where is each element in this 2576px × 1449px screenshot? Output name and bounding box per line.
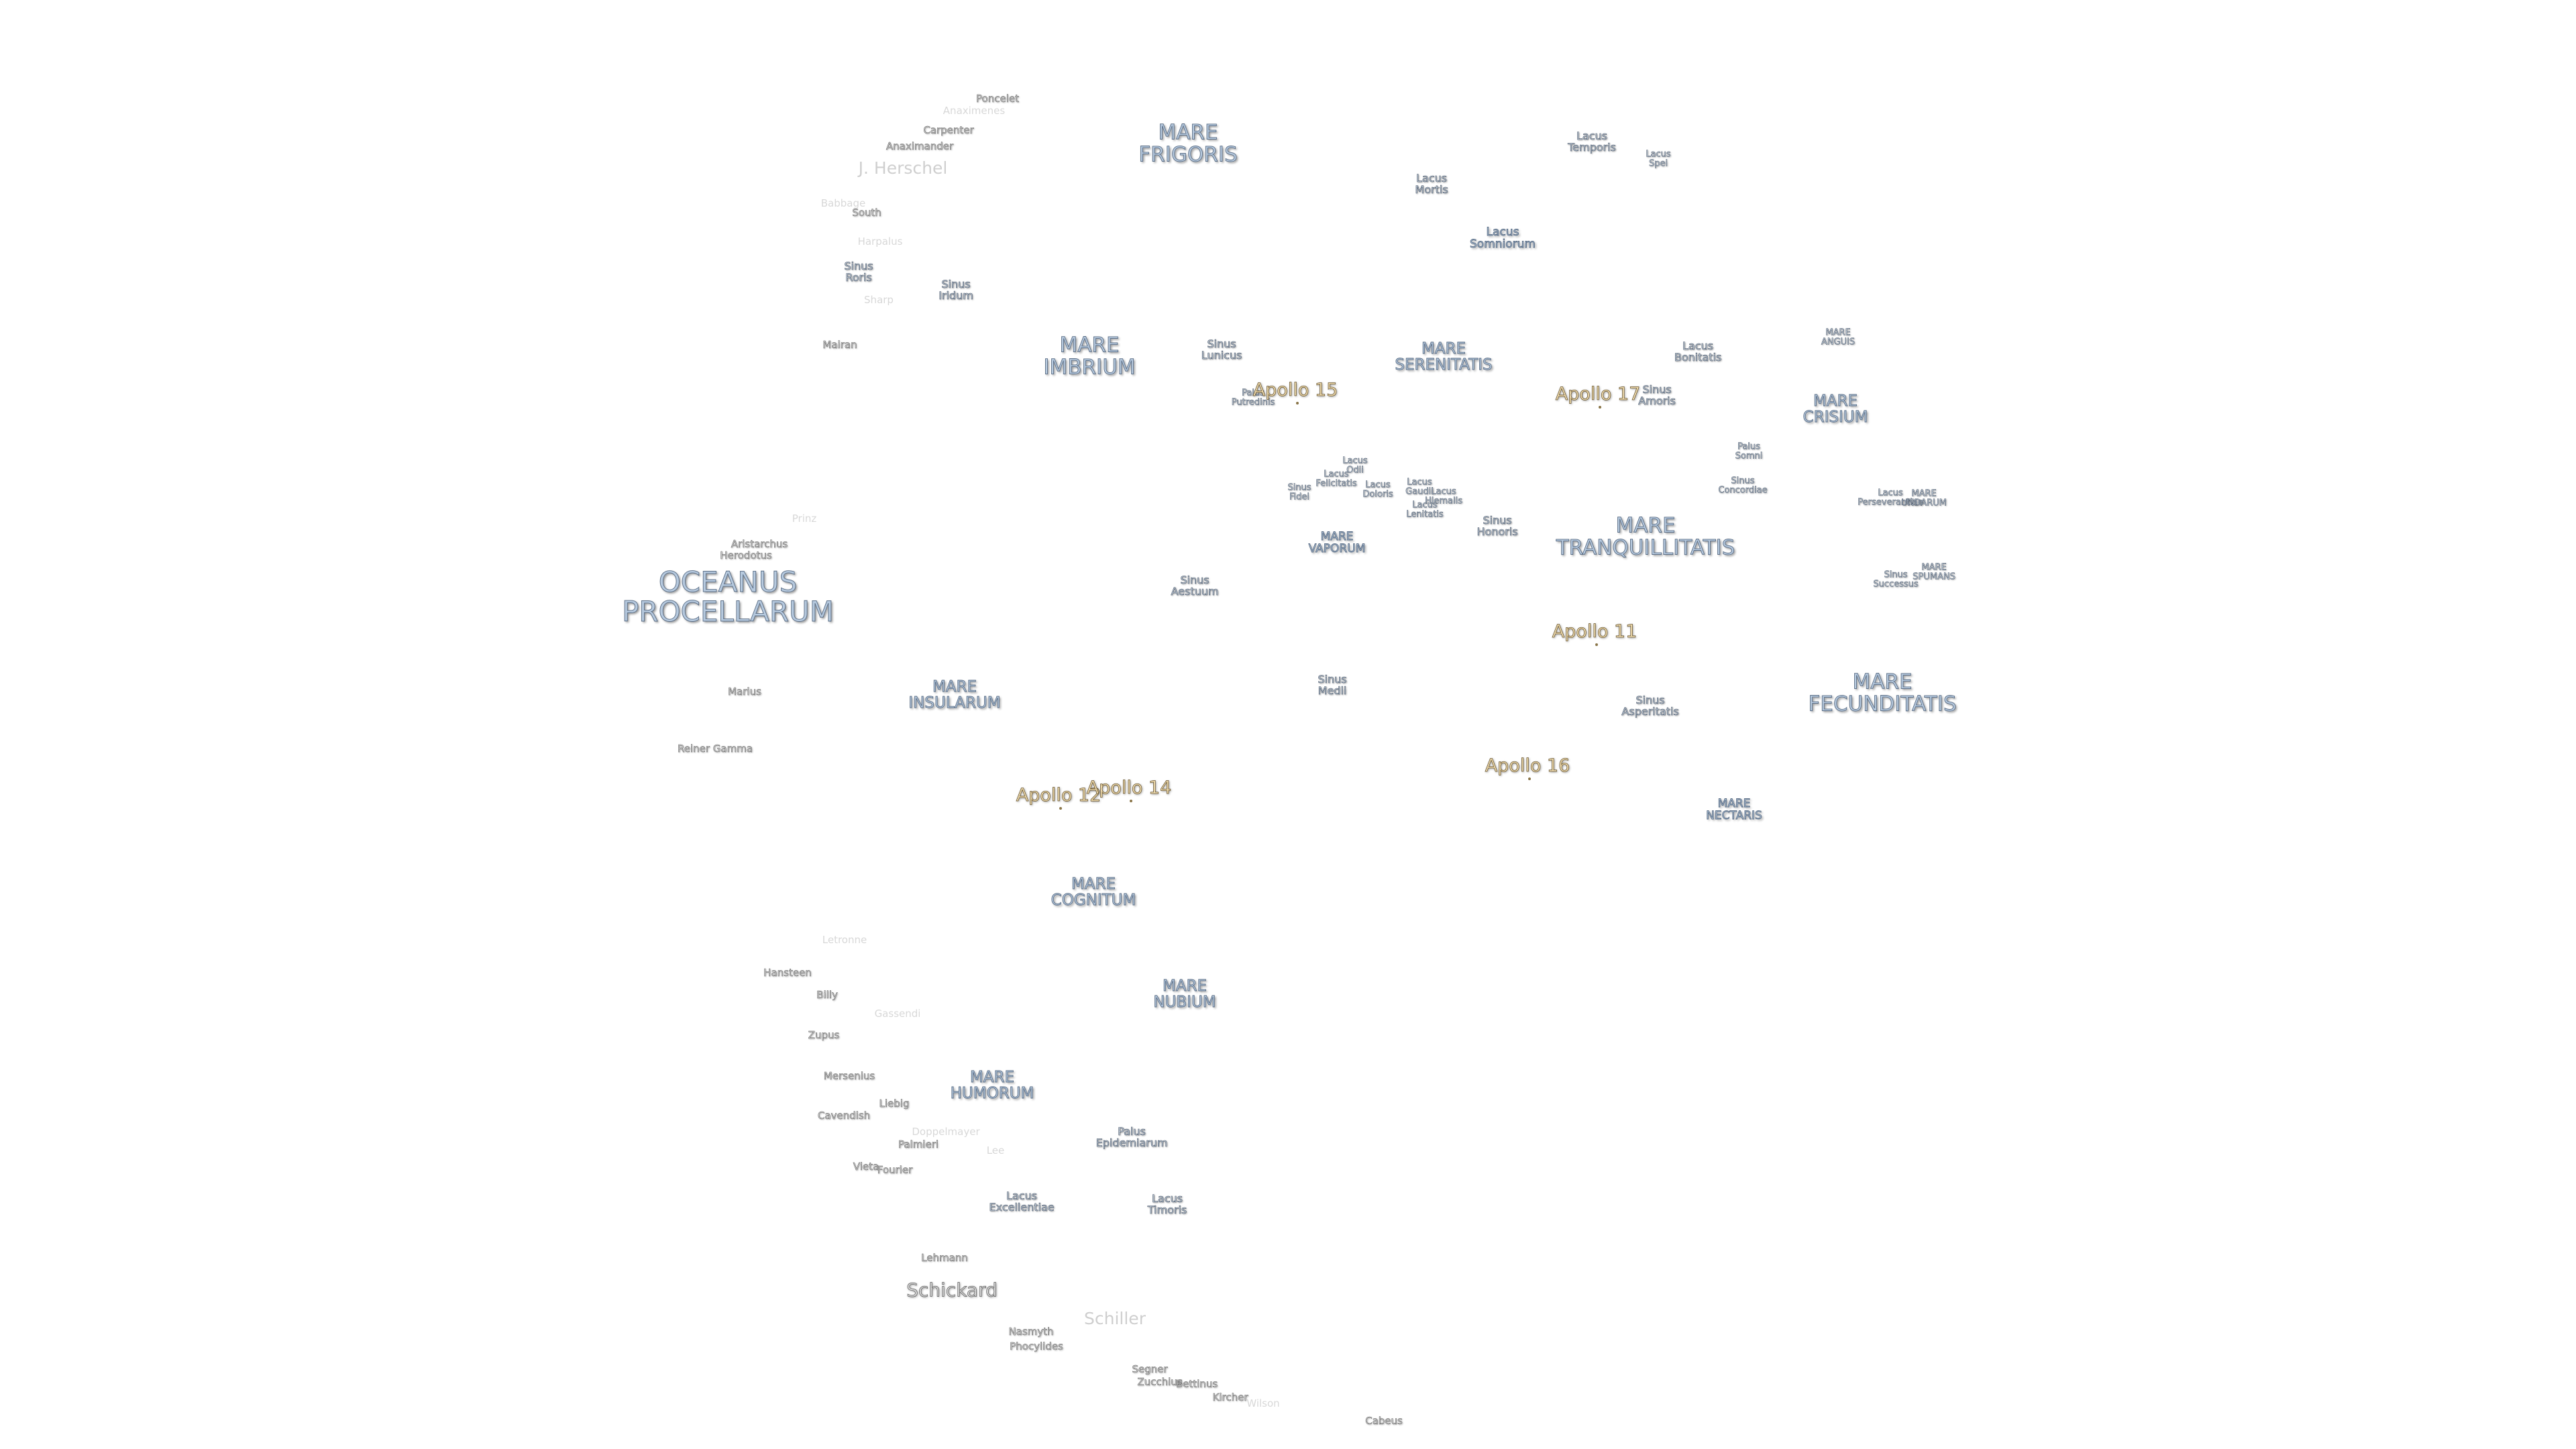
label-liebig: Liebig bbox=[879, 1097, 910, 1110]
label-lacus-odii: Lacus Odii bbox=[1342, 455, 1368, 475]
label-poncelet: Poncelet bbox=[976, 93, 1019, 105]
label-carpenter: Carpenter bbox=[923, 124, 974, 137]
label-mare-imbrium: MARE IMBRIUM bbox=[1043, 333, 1136, 379]
label-segner: Segner bbox=[1132, 1363, 1168, 1376]
label-lacus-temporis: Lacus Temporis bbox=[1568, 129, 1616, 154]
label-lacus-hiemalis: Lacus Hiemalis bbox=[1424, 486, 1463, 506]
label-mersenius: Mersenius bbox=[823, 1070, 875, 1083]
label-lacus-doloris: Lacus Doloris bbox=[1362, 480, 1393, 499]
label-mare-frigoris: MARE FRIGORIS bbox=[1138, 120, 1238, 166]
label-mare-anguis: MARE ANGUIS bbox=[1821, 327, 1856, 347]
label-apollo-16: Apollo 16 bbox=[1485, 755, 1570, 776]
label-sharp: Sharp bbox=[864, 294, 894, 307]
label-south: South bbox=[852, 207, 881, 219]
label-fourier: Fourier bbox=[877, 1164, 913, 1177]
label-lacus-felicitatis: Lacus Felicitatis bbox=[1316, 469, 1357, 488]
label-aristarchus: Aristarchus bbox=[731, 538, 788, 551]
label-wilson: Wilson bbox=[1246, 1397, 1280, 1410]
label-schickard: Schickard bbox=[906, 1279, 998, 1301]
label-palus-somni: Palus Somni bbox=[1735, 441, 1763, 461]
label-sinus-iridum: Sinus Iridum bbox=[938, 278, 973, 302]
apollo-16-landing-site-marker bbox=[1528, 777, 1531, 780]
label-zupus: Zupus bbox=[808, 1029, 840, 1042]
label-sinus-medii: Sinus Medii bbox=[1318, 673, 1347, 697]
label-mare-serenitatis: MARE SERENITATIS bbox=[1395, 339, 1493, 374]
label-mare-vaporum: MARE VAPORUM bbox=[1308, 530, 1366, 555]
label-lacus-timoris: Lacus Timoris bbox=[1147, 1192, 1187, 1216]
label-letronne: Letronne bbox=[822, 934, 867, 947]
label-oceanus-procellarum: OCEANUS PROCELLARUM bbox=[621, 565, 835, 628]
label-marius: Marius bbox=[728, 686, 761, 698]
apollo-14-landing-site-marker bbox=[1130, 800, 1132, 802]
label-lacus-mortis: Lacus Mortis bbox=[1415, 172, 1448, 196]
label-lehmann: Lehmann bbox=[921, 1252, 968, 1265]
label-lacus-excellentiae: Lacus Excellentiae bbox=[989, 1189, 1055, 1214]
label-anaximenes: Anaximenes bbox=[943, 105, 1006, 117]
label-lacus-bonitatis: Lacus Bonitatis bbox=[1674, 339, 1722, 364]
label-sinus-honoris: Sinus Honoris bbox=[1477, 514, 1518, 538]
label-mare-insularum: MARE INSULARUM bbox=[908, 678, 1001, 712]
label-palus-epidemiarum: Palus Epidemiarum bbox=[1095, 1125, 1168, 1149]
label-harpalus: Harpalus bbox=[857, 235, 903, 248]
label-lacus-gaudii: Lacus Gaudii bbox=[1405, 477, 1434, 496]
label-reiner-gamma: Reiner Gamma bbox=[677, 743, 753, 755]
label-sinus-fidei: Sinus Fidei bbox=[1287, 482, 1311, 502]
label-vieta: Vieta bbox=[853, 1161, 879, 1173]
label-nasmyth: Nasmyth bbox=[1008, 1326, 1054, 1338]
label-mare-fecunditatis: MARE FECUNDITATIS bbox=[1808, 669, 1957, 716]
label-zucchius: Zucchius bbox=[1137, 1376, 1183, 1389]
label-mare-spumans: MARE SPUMANS bbox=[1913, 562, 1955, 582]
label-sinus-lunicus: Sinus Lunicus bbox=[1201, 337, 1242, 362]
label-lacus-lenitatis: Lacus Lenitatis bbox=[1406, 500, 1444, 519]
label-apollo-11: Apollo 11 bbox=[1552, 621, 1638, 642]
apollo-12-landing-site-marker bbox=[1059, 807, 1062, 810]
label-prinz: Prinz bbox=[792, 513, 817, 525]
label-sinus-asperitatis: Sinus Asperitatis bbox=[1621, 694, 1679, 718]
label-babbage: Babbage bbox=[820, 197, 866, 210]
label-mare-humorum: MARE HUMORUM bbox=[950, 1068, 1034, 1102]
label-mare-undarum: MARE UNDARUM bbox=[1901, 488, 1947, 508]
label-bettinus: Bettinus bbox=[1175, 1378, 1218, 1391]
label-hansteen: Hansteen bbox=[763, 967, 812, 979]
apollo-15-landing-site-marker bbox=[1296, 402, 1299, 405]
label-phocylides: Phocylides bbox=[1010, 1340, 1063, 1353]
label-mare-crisium: MARE CRISIUM bbox=[1803, 392, 1868, 426]
label-sinus-roris: Sinus Roris bbox=[844, 260, 873, 284]
label-kircher: Kircher bbox=[1212, 1391, 1248, 1404]
label-mare-nubium: MARE NUBIUM bbox=[1153, 977, 1216, 1011]
label-j-herschel: J. Herschel bbox=[858, 158, 948, 178]
label-lacus-somniorum: Lacus Somniorum bbox=[1470, 225, 1536, 251]
label-lee: Lee bbox=[986, 1144, 1005, 1157]
label-lacus-spei: Lacus Spei bbox=[1646, 149, 1671, 168]
label-apollo-15: Apollo 15 bbox=[1252, 379, 1338, 400]
label-mairan: Mairan bbox=[822, 339, 857, 352]
label-schiller: Schiller bbox=[1084, 1308, 1146, 1328]
label-mare-tranquillitatis: MARE TRANQUILLITATIS bbox=[1556, 513, 1735, 559]
label-anaximander: Anaximander bbox=[885, 140, 954, 153]
label-gassendi: Gassendi bbox=[874, 1008, 921, 1020]
label-apollo-12: Apollo 12 bbox=[1016, 784, 1102, 806]
label-apollo-17: Apollo 17 bbox=[1555, 383, 1641, 405]
label-sinus-concordiae: Sinus Concordiae bbox=[1718, 476, 1768, 495]
label-sinus-aestuum: Sinus Aestuum bbox=[1171, 574, 1219, 598]
apollo-17-landing-site-marker bbox=[1599, 406, 1601, 409]
label-mare-nectaris: MARE NECTARIS bbox=[1706, 797, 1763, 822]
label-sinus-amoris: Sinus Amoris bbox=[1638, 383, 1676, 407]
label-palmieri: Palmieri bbox=[898, 1138, 939, 1151]
label-billy: Billy bbox=[816, 989, 838, 1002]
label-doppelmayer: Doppelmayer bbox=[912, 1126, 980, 1138]
label-cabeus: Cabeus bbox=[1365, 1415, 1403, 1428]
label-apollo-14: Apollo 14 bbox=[1086, 777, 1172, 798]
label-lacus-perseverantiae: Lacus Perseverantiae bbox=[1858, 488, 1923, 507]
label-mare-cognitum: MARE COGNITUM bbox=[1051, 875, 1136, 909]
apollo-11-landing-site-marker bbox=[1595, 643, 1598, 646]
label-herodotus: Herodotus bbox=[720, 549, 772, 562]
label-sinus-successus: Sinus Successus bbox=[1873, 570, 1919, 589]
label-palus-putredinis: Palus Putredinis bbox=[1231, 388, 1275, 407]
label-cavendish: Cavendish bbox=[817, 1110, 871, 1122]
